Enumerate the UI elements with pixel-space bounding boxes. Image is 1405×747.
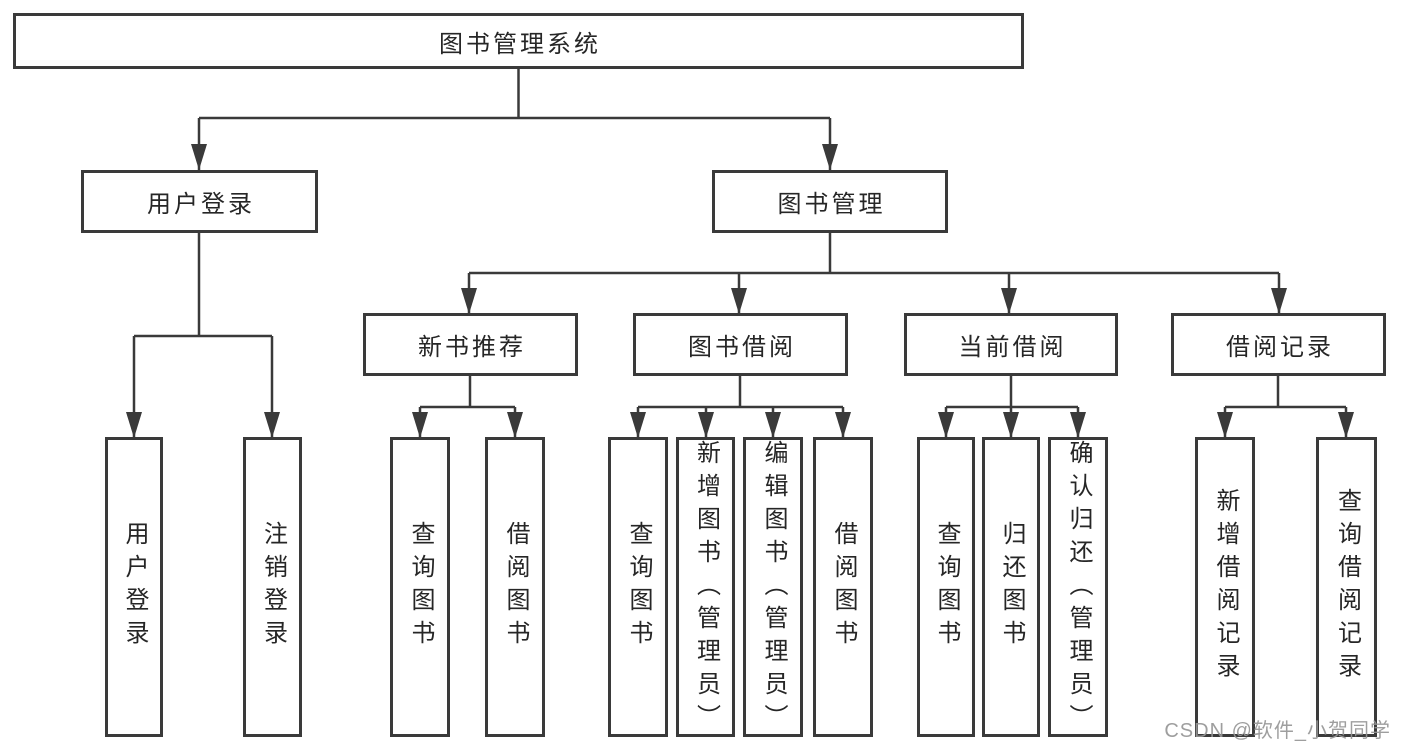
connector-root-to-level2 — [191, 69, 838, 170]
leaf-query-books-current: 查询图书 — [917, 437, 975, 737]
leaf-return-books: 归还图书 — [982, 437, 1040, 737]
connector-book-borrow-children — [630, 376, 851, 438]
leaf-user-login: 用户登录 — [105, 437, 163, 737]
leaf-query-books-recommend: 查询图书 — [390, 437, 450, 737]
node-new-book-recommend: 新书推荐 — [363, 313, 578, 376]
connector-current-borrow-children — [938, 376, 1086, 438]
connector-user-login-children — [126, 233, 280, 438]
leaf-confirm-return-admin: 确认归还（管理员） — [1048, 437, 1108, 737]
node-root-system: 图书管理系统 — [13, 13, 1024, 69]
leaf-query-borrow-record: 查询借阅记录 — [1316, 437, 1377, 737]
leaf-borrow-books-recommend: 借阅图书 — [485, 437, 545, 737]
leaf-add-borrow-record: 新增借阅记录 — [1195, 437, 1255, 737]
csdn-watermark: CSDN @软件_小贺同学 — [1164, 720, 1391, 742]
node-book-management: 图书管理 — [712, 170, 948, 233]
node-user-login: 用户登录 — [81, 170, 318, 233]
leaf-query-books-borrow: 查询图书 — [608, 437, 668, 737]
leaf-borrow-books: 借阅图书 — [813, 437, 873, 737]
connector-book-management-children — [461, 233, 1287, 314]
leaf-logout: 注销登录 — [243, 437, 302, 737]
node-book-borrowing: 图书借阅 — [633, 313, 848, 376]
leaf-edit-book-admin: 编辑图书（管理员） — [743, 437, 803, 737]
node-current-borrowing: 当前借阅 — [904, 313, 1118, 376]
node-borrowing-records: 借阅记录 — [1171, 313, 1386, 376]
connector-borrow-records-children — [1217, 376, 1354, 438]
connector-new-book-children — [412, 376, 523, 438]
leaf-add-book-admin: 新增图书（管理员） — [676, 437, 735, 737]
